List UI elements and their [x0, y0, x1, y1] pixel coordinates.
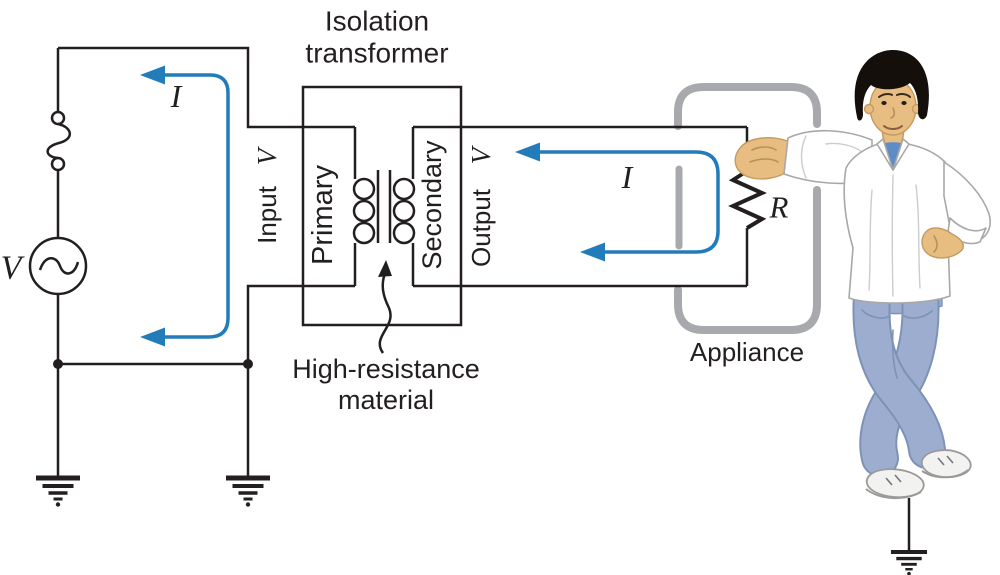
resistor	[728, 169, 767, 230]
label-secondary: Secondary	[417, 140, 447, 270]
arrowhead-icon	[515, 142, 540, 162]
transformer-core	[376, 170, 392, 243]
current-arrow-left	[140, 65, 230, 347]
ground-symbol-source	[36, 478, 80, 507]
person-fist	[921, 227, 964, 259]
label-input: Input	[252, 185, 282, 244]
title-line2: transformer	[305, 38, 448, 69]
ac-source	[28, 236, 88, 296]
label-high-resistance-line1: High-resistance	[292, 354, 480, 384]
ground-symbol-middle	[226, 478, 270, 507]
sine-wave-icon	[38, 257, 80, 275]
secondary-winding	[392, 127, 416, 286]
label-current-top: I	[170, 78, 183, 114]
secondary-circuit-wires	[413, 125, 767, 288]
junction-dot	[53, 359, 63, 369]
transformer-box	[301, 85, 463, 327]
label-primary: Primary	[307, 165, 339, 265]
person	[734, 50, 991, 552]
label-current-right: I	[621, 159, 634, 195]
person-shoe	[865, 468, 925, 499]
arrowhead-icon	[140, 65, 165, 85]
title-line1: Isolation	[325, 6, 429, 37]
label-source-voltage: V	[1, 250, 26, 287]
appliance-case	[674, 83, 821, 334]
person-shirt	[843, 143, 951, 304]
ground-symbol-person	[891, 552, 927, 575]
current-arrow-right	[515, 142, 720, 262]
arrowhead-icon	[140, 327, 165, 347]
label-output-v: V	[466, 144, 496, 164]
high-resistance-pointer	[378, 260, 392, 354]
junction-dot	[243, 359, 253, 369]
label-high-resistance-line2: material	[338, 385, 434, 415]
label-input-v: V	[252, 145, 282, 165]
primary-circuit-wires	[53, 46, 355, 478]
label-resistor: R	[769, 190, 789, 225]
fuse-symbol	[46, 110, 71, 172]
arrowhead-icon	[580, 242, 605, 262]
primary-winding	[352, 127, 376, 286]
label-appliance: Appliance	[690, 337, 804, 367]
person-hair	[854, 50, 929, 121]
label-output: Output	[466, 188, 496, 267]
